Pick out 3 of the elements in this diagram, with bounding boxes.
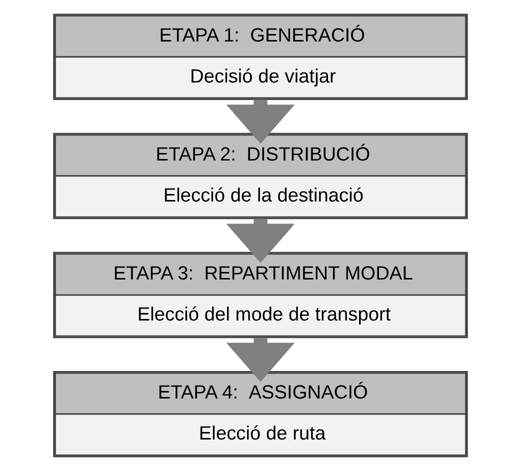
arrow [226,99,294,144]
arrow [226,218,294,262]
arrow [226,337,294,382]
